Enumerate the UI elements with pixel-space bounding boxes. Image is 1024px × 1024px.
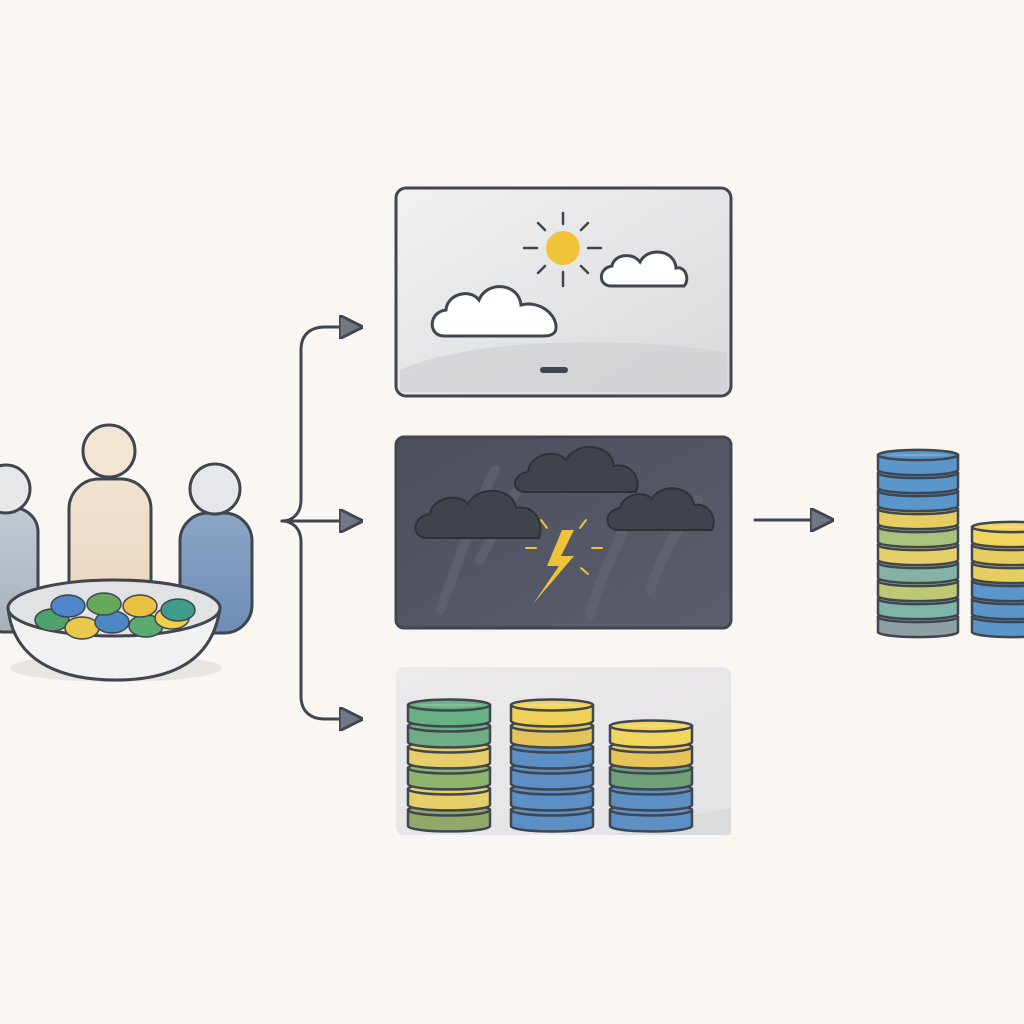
coin-stack bbox=[970, 520, 1024, 639]
result-coin-stacks bbox=[876, 448, 1024, 639]
scenario-stacks-panel bbox=[396, 667, 731, 835]
coin-stack bbox=[876, 448, 960, 639]
coin bbox=[608, 719, 694, 749]
marble bbox=[160, 598, 196, 622]
marble bbox=[86, 592, 122, 616]
scenario-sunny-panel bbox=[394, 186, 733, 398]
bowl-marbles bbox=[34, 592, 196, 640]
coin-stack bbox=[608, 719, 694, 833]
storm-cloud-icon bbox=[514, 446, 639, 493]
marble bbox=[50, 594, 86, 618]
storm-cloud-icon bbox=[606, 487, 715, 531]
marble bbox=[64, 616, 100, 640]
cloud-icon bbox=[430, 285, 558, 338]
branch-connector bbox=[280, 327, 344, 719]
sun-icon bbox=[522, 211, 603, 288]
marble bbox=[122, 594, 158, 618]
storm-cloud-icon bbox=[414, 489, 542, 539]
coin bbox=[970, 520, 1024, 549]
cloud-icon bbox=[599, 250, 689, 288]
scenario-stormy-panel bbox=[394, 435, 733, 630]
lightning-icon bbox=[525, 519, 603, 604]
coin bbox=[509, 698, 595, 728]
coin-stack bbox=[406, 698, 492, 833]
marble-bowl bbox=[6, 578, 222, 682]
source-group bbox=[0, 423, 254, 682]
coin bbox=[876, 448, 960, 477]
coin bbox=[406, 698, 492, 728]
coin-stack bbox=[509, 698, 595, 833]
scenario-coin-stacks bbox=[406, 698, 694, 833]
